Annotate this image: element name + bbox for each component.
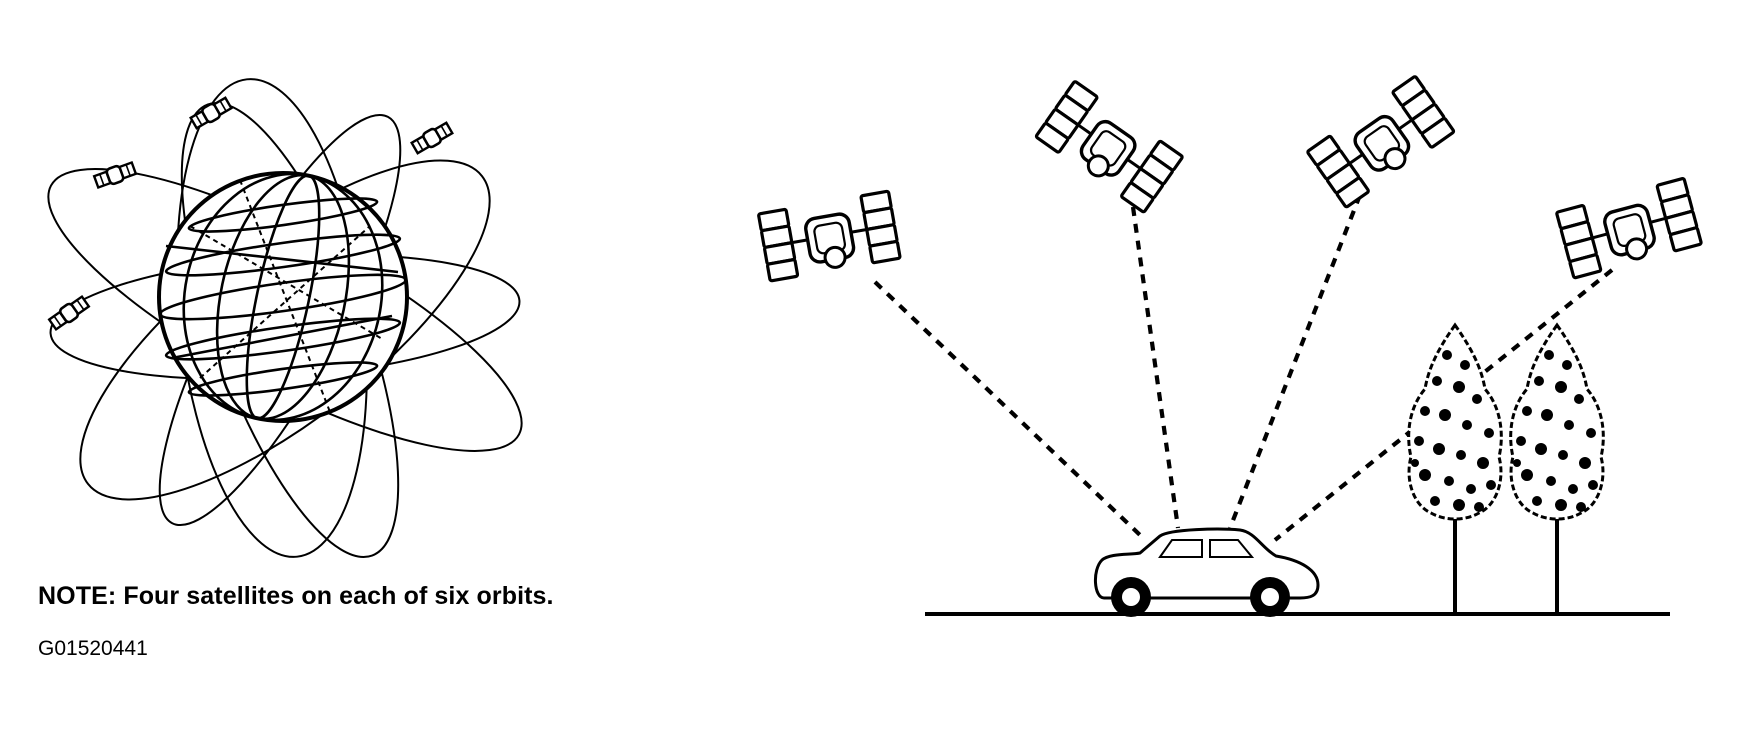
satellite-icon <box>1305 74 1456 210</box>
signal-line-2 <box>1130 206 1181 529</box>
globe-icon <box>157 171 409 423</box>
orbit-globe-figure <box>46 78 523 558</box>
figure-code: G01520441 <box>38 637 148 660</box>
signal-line-4 <box>1273 268 1614 542</box>
satellite-icon <box>92 159 138 191</box>
figure-note: NOTE: Four satellites on each of six orb… <box>38 582 554 610</box>
vehicle-reception-figure <box>756 74 1704 617</box>
signal-line-3 <box>1228 194 1362 529</box>
satellite-icon <box>46 293 92 333</box>
signal-lines <box>873 194 1614 542</box>
satellite-icon <box>756 189 902 283</box>
satellite-icon <box>1034 79 1185 215</box>
tree-icon <box>1508 323 1606 617</box>
car-icon <box>1094 527 1320 617</box>
satellite-icon <box>1554 176 1704 280</box>
signal-line-1 <box>873 280 1142 537</box>
satellite-icon <box>409 119 455 157</box>
